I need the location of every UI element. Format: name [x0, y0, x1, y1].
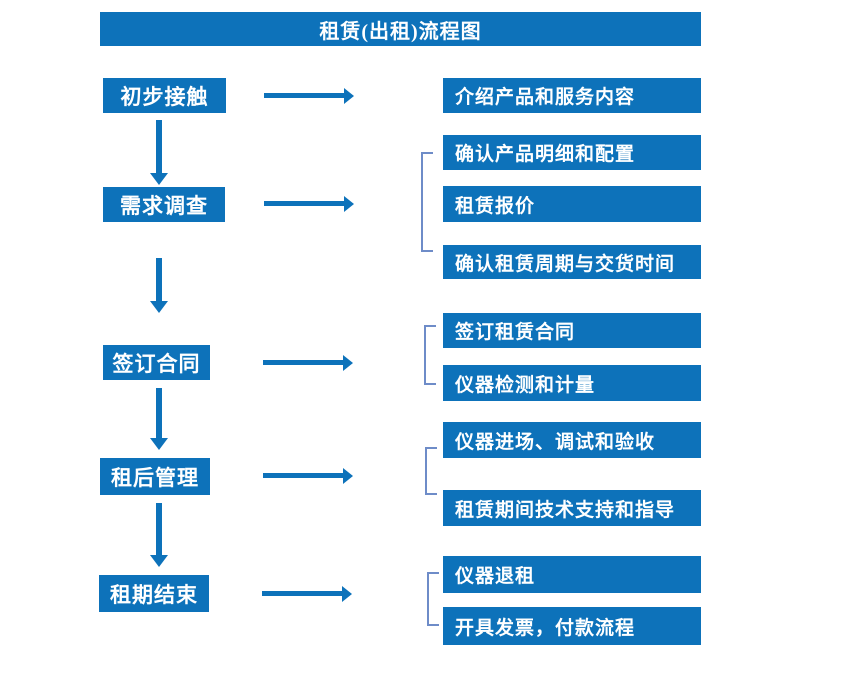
detail-box-sign-rental-contract: 签订租赁合同 — [443, 313, 701, 348]
step-box-demand-survey: 需求调查 — [103, 187, 225, 222]
right-arrow-icon-step5 — [262, 586, 352, 602]
step-box-sign-contract: 签订合同 — [103, 345, 210, 380]
down-arrow-icon-1 — [150, 120, 168, 185]
detail-box-rental-quotation: 租赁报价 — [443, 186, 701, 222]
arrow-shaft — [263, 473, 344, 478]
step-box-post-rental-management: 租后管理 — [100, 458, 210, 495]
step-box-initial-contact: 初步接触 — [103, 78, 226, 113]
arrow-head — [344, 196, 354, 212]
right-arrow-icon-step4 — [263, 468, 353, 484]
bracket-step5-details — [427, 572, 439, 626]
arrow-head — [150, 173, 168, 185]
detail-box-invoice-payment: 开具发票，付款流程 — [443, 607, 701, 645]
bracket-step3-details — [424, 325, 436, 385]
down-arrow-icon-2 — [150, 258, 168, 313]
right-arrow-icon-step1 — [264, 88, 354, 104]
arrow-head — [343, 355, 353, 371]
arrow-shaft — [264, 201, 345, 206]
bracket-step4-details — [425, 447, 437, 495]
arrow-shaft — [156, 120, 162, 174]
detail-box-instrument-entry-acceptance: 仪器进场、调试和验收 — [443, 422, 701, 458]
detail-box-instrument-return: 仪器退租 — [443, 556, 701, 593]
detail-box-technical-support: 租赁期间技术支持和指导 — [443, 490, 701, 526]
step-box-rental-end: 租期结束 — [99, 575, 209, 612]
arrow-head — [150, 301, 168, 313]
detail-box-instrument-testing: 仪器检测和计量 — [443, 365, 701, 401]
flowchart-title: 租赁(出租)流程图 — [100, 12, 701, 46]
down-arrow-icon-3 — [150, 388, 168, 450]
arrow-shaft — [262, 591, 343, 596]
arrow-head — [342, 586, 352, 602]
arrow-shaft — [263, 360, 344, 365]
detail-box-confirm-product-details: 确认产品明细和配置 — [443, 135, 701, 170]
arrow-shaft — [264, 93, 345, 98]
right-arrow-icon-step2 — [264, 196, 354, 212]
detail-box-confirm-rental-period: 确认租赁周期与交货时间 — [443, 245, 701, 279]
arrow-shaft — [156, 503, 162, 556]
arrow-shaft — [156, 258, 162, 302]
arrow-head — [343, 468, 353, 484]
bracket-step2-details — [421, 152, 433, 252]
arrow-head — [150, 555, 168, 567]
arrow-shaft — [156, 388, 162, 439]
down-arrow-icon-4 — [150, 503, 168, 567]
detail-box-introduce-products: 介绍产品和服务内容 — [443, 78, 701, 113]
arrow-head — [150, 438, 168, 450]
arrow-head — [344, 88, 354, 104]
right-arrow-icon-step3 — [263, 355, 353, 371]
